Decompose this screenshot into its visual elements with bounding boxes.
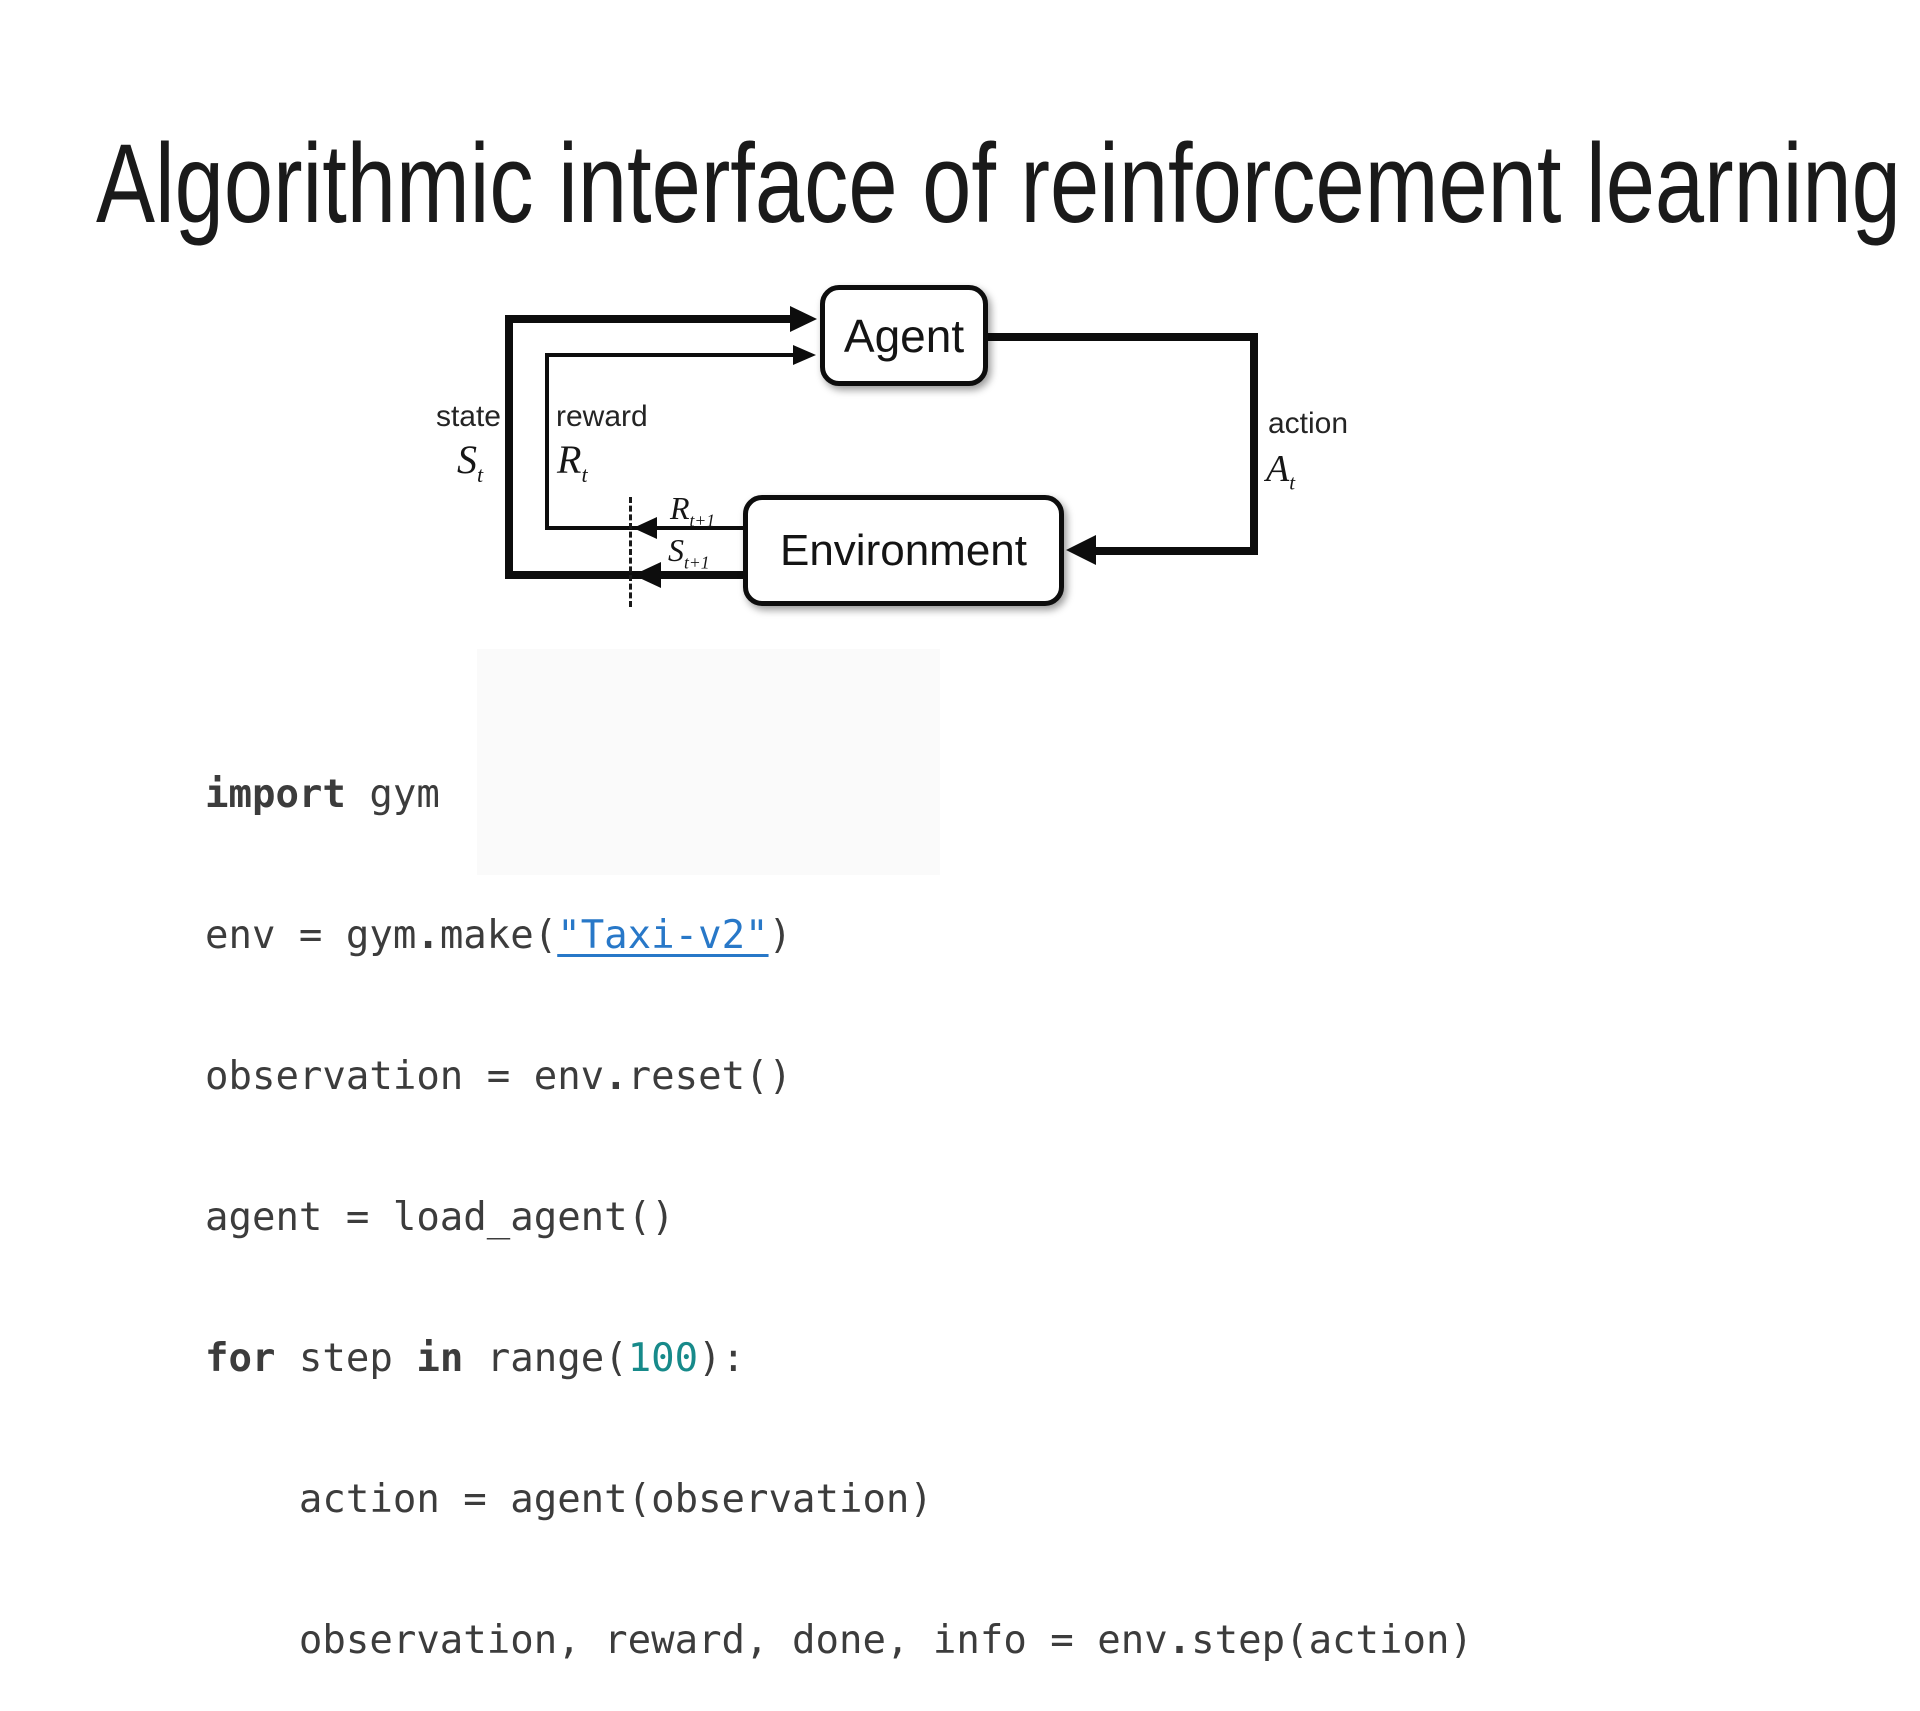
code-keyword: in xyxy=(416,1336,464,1381)
code-line: for step in range(100): xyxy=(205,1335,1473,1382)
reward-symbol-letter: R xyxy=(557,437,582,482)
environment-box: Environment xyxy=(743,495,1064,606)
state-label: state xyxy=(435,400,501,433)
next-reward-arrowhead xyxy=(633,517,657,539)
code-operator: . xyxy=(416,913,440,958)
code-operator: . xyxy=(1167,1618,1192,1663)
state-line-bottom xyxy=(505,571,743,579)
agent-box-label: Agent xyxy=(843,309,965,362)
code-text: observation = env xyxy=(205,1054,605,1099)
code-line: observation = env.reset() xyxy=(205,1053,1473,1100)
code-text: observation, reward, done, info = env xyxy=(205,1618,1168,1663)
action-line-right xyxy=(1250,333,1258,555)
state-arrowhead-into-agent xyxy=(790,306,817,332)
state-symbol-subscript: t xyxy=(476,462,484,487)
action-symbol-subscript: t xyxy=(1289,470,1296,495)
code-text: gym xyxy=(345,772,440,817)
code-text: range( xyxy=(463,1336,628,1381)
reward-arrowhead-into-agent xyxy=(793,345,816,365)
code-screenshot-background xyxy=(477,649,940,875)
reward-line-top xyxy=(545,353,800,357)
code-text: make( xyxy=(439,913,558,958)
action-arrowhead-into-environment xyxy=(1066,535,1096,565)
code-text: ): xyxy=(698,1336,746,1381)
code-text: agent = load_agent() xyxy=(205,1195,675,1240)
action-symbol: At xyxy=(1266,448,1295,493)
timestep-dashed-line xyxy=(629,497,632,607)
taxi-v2-link[interactable]: "Taxi-v2" xyxy=(557,913,769,958)
next-state-arrowhead xyxy=(633,562,661,588)
state-symbol: St xyxy=(438,437,502,486)
reward-line-left xyxy=(545,353,549,530)
code-block: import gym env = gym.make("Taxi-v2") obs… xyxy=(205,677,1473,1711)
code-line: env = gym.make("Taxi-v2") xyxy=(205,912,1473,959)
next-reward-symbol-subscript: t+1 xyxy=(689,510,716,531)
action-line-top xyxy=(985,333,1258,341)
state-line-top xyxy=(505,315,805,323)
action-symbol-letter: A xyxy=(1266,448,1290,490)
code-line: import gym xyxy=(205,771,1473,818)
environment-box-label: Environment xyxy=(779,525,1027,575)
code-keyword: import xyxy=(205,772,346,817)
code-text: step xyxy=(275,1336,417,1381)
code-text: step(action) xyxy=(1191,1618,1473,1663)
code-text: reset() xyxy=(627,1054,793,1099)
state-line-left xyxy=(505,315,513,579)
next-state-symbol-subscript: t+1 xyxy=(684,552,710,573)
next-reward-symbol-letter: R xyxy=(670,490,690,526)
code-text: action = agent(observation) xyxy=(205,1477,933,1522)
code-line: agent = load_agent() xyxy=(205,1194,1473,1241)
code-number: 100 xyxy=(627,1336,699,1381)
reward-symbol: Rt xyxy=(557,437,588,486)
reward-label: reward xyxy=(556,400,648,433)
action-line-bottom xyxy=(1095,547,1258,555)
code-text: env = gym xyxy=(205,913,417,958)
reward-symbol-subscript: t xyxy=(581,462,588,487)
slide-title: Algorithmic interface of reinforcement l… xyxy=(96,121,1901,247)
agent-box: Agent xyxy=(820,285,988,386)
action-label: action xyxy=(1268,407,1349,440)
code-line: observation, reward, done, info = env.st… xyxy=(205,1617,1473,1664)
code-operator: . xyxy=(604,1054,628,1099)
next-reward-symbol: Rt+1 xyxy=(670,490,715,529)
state-symbol-letter: S xyxy=(456,437,477,482)
next-state-symbol-letter: S xyxy=(668,532,684,568)
code-line: action = agent(observation) xyxy=(205,1476,1473,1523)
code-text: ) xyxy=(768,913,793,958)
next-state-symbol: St+1 xyxy=(668,532,710,571)
code-keyword: for xyxy=(205,1336,276,1381)
